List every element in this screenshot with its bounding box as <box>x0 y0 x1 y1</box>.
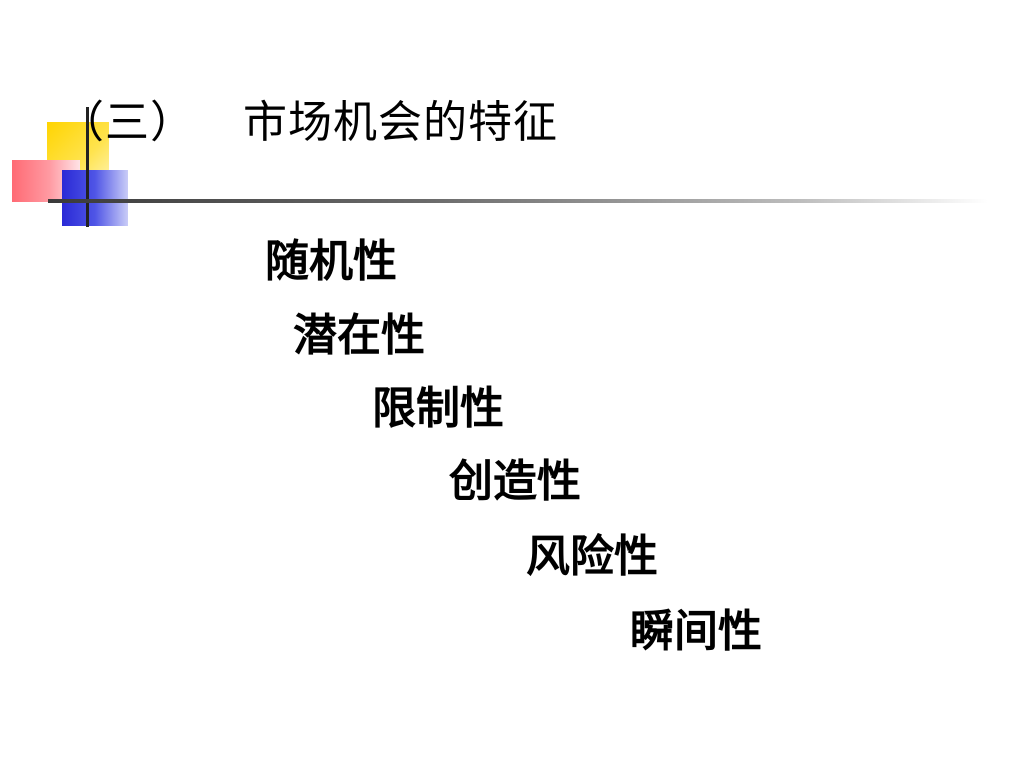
logo-vertical-line <box>86 107 89 227</box>
logo-blue-square <box>62 170 128 226</box>
list-item-2: 潜在性 <box>293 310 425 361</box>
list-item-5: 风险性 <box>526 531 658 582</box>
title-prefix: （三） <box>60 97 195 148</box>
list-item-3: 限制性 <box>372 383 504 434</box>
list-item-1: 随机性 <box>265 236 397 287</box>
list-item-6: 瞬间性 <box>630 606 762 657</box>
title-underline <box>48 199 988 203</box>
title-text: 市场机会的特征 <box>243 97 558 148</box>
list-item-4: 创造性 <box>449 456 581 507</box>
slide-title: （三） 市场机会的特征 <box>60 86 558 150</box>
